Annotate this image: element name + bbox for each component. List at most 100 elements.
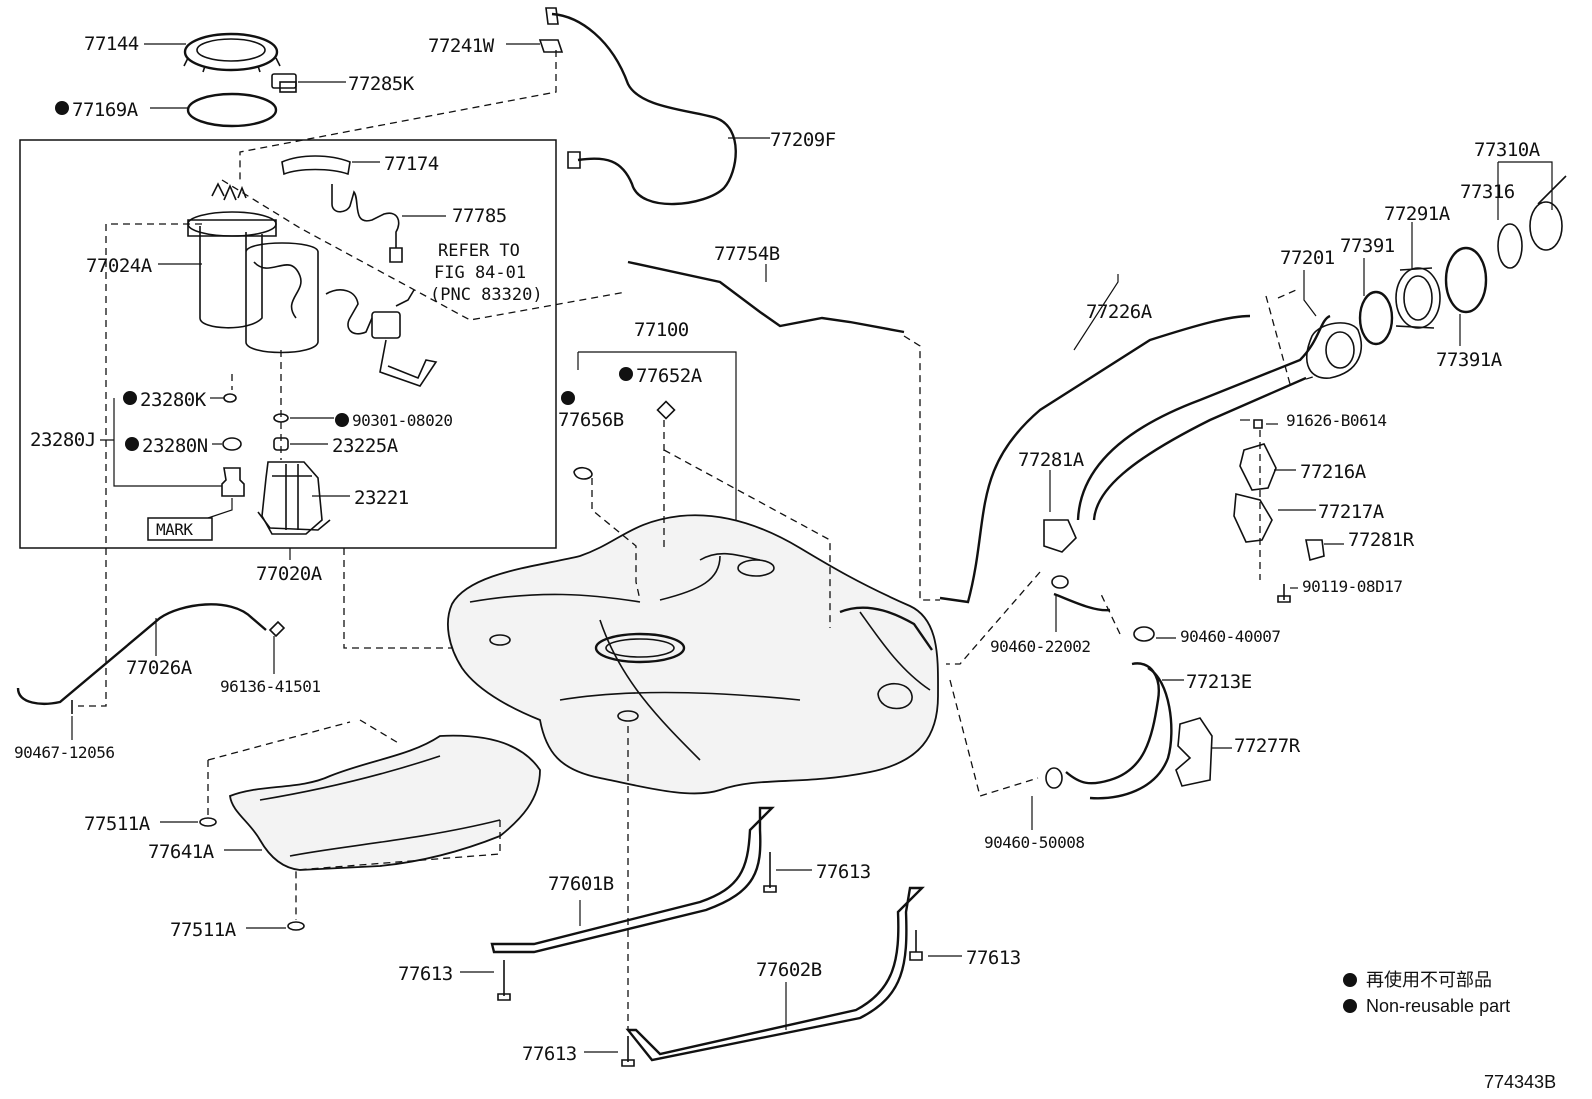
label-77281R: 77281R	[1348, 529, 1415, 551]
label-77601B: 77601B	[548, 873, 614, 895]
bolt-90119	[1277, 584, 1291, 603]
label-90460-40007: 90460-40007	[1180, 627, 1280, 646]
hose-77213E	[1065, 662, 1173, 800]
label-77285K: 77285K	[348, 73, 415, 95]
mark-leader	[207, 498, 233, 519]
assembly-dash-line	[239, 50, 557, 180]
pipe-77201	[1053, 314, 1331, 612]
label-77281A: 77281A	[1018, 449, 1085, 471]
retainer-ring-77144	[183, 32, 281, 73]
left-dash-line	[78, 223, 202, 707]
label-77511A-bottom: 77511A	[170, 919, 237, 941]
reference-line-1: REFER TO	[438, 241, 520, 261]
clip-90460-40007	[1133, 626, 1155, 642]
sender-gauge	[325, 289, 438, 387]
label-77201: 77201	[1280, 247, 1335, 269]
protector-dash	[207, 719, 501, 920]
tube-77754B	[627, 260, 905, 334]
non-reusable-markers	[55, 101, 1357, 1013]
label-77226A: 77226A	[1086, 301, 1153, 323]
leader-lines	[71, 43, 1461, 1053]
reference-line-2: FIG 84-01	[434, 263, 526, 283]
gasket-77316	[1497, 223, 1523, 269]
label-77026A: 77026A	[126, 657, 193, 679]
clamp-77281R	[1305, 539, 1325, 562]
label-23221: 23221	[354, 487, 409, 509]
pump-assembly-frame	[19, 139, 557, 549]
label-90460-50008: 90460-50008	[984, 833, 1084, 852]
label-77310A: 77310A	[1474, 139, 1541, 161]
bolt-91626	[1253, 419, 1263, 429]
label-90301-08020: 90301-08020	[352, 411, 452, 430]
gasket-77391	[1358, 290, 1394, 346]
tank-dash-a	[591, 478, 641, 601]
label-90467-12056: 90467-12056	[14, 743, 114, 762]
label-77144: 77144	[84, 33, 139, 55]
clip-77511A-bottom	[287, 921, 305, 931]
label-77174: 77174	[384, 153, 439, 175]
label-77241W: 77241W	[428, 35, 495, 57]
gasket-77391A	[1444, 246, 1488, 314]
bracket-77100	[577, 351, 737, 520]
pad-77652A	[656, 400, 676, 420]
hose-77209F	[551, 12, 737, 206]
legend-line-2: Non-reusable part	[1366, 996, 1510, 1016]
label-90460-22002: 90460-22002	[990, 637, 1090, 656]
label-77613-b: 77613	[398, 963, 453, 985]
label-77391A: 77391A	[1436, 349, 1503, 371]
label-90119-08D17: 90119-08D17	[1302, 577, 1402, 596]
protector-77641A	[229, 734, 541, 871]
pump-dash-a	[221, 179, 627, 321]
band-77602B	[625, 886, 925, 1062]
mark-box	[147, 517, 213, 541]
ring-77291A	[1395, 267, 1441, 329]
tube-77754B-dash	[903, 335, 940, 601]
clip-77511A-top	[199, 817, 217, 827]
reference-note: REFER TO FIG 84-01 (PNC 83320)	[430, 241, 543, 305]
label-77209F: 77209F	[770, 129, 836, 151]
label-77511A-top: 77511A	[84, 813, 151, 835]
tube-77226A	[939, 314, 1251, 604]
hose-dash	[949, 679, 1039, 797]
band-77601B	[490, 806, 775, 954]
label-77656B: 77656B	[558, 409, 624, 431]
label-91626-B0614: 91626-B0614	[1286, 411, 1386, 430]
cap-77310A	[1529, 175, 1567, 251]
grommet-77656B	[573, 466, 593, 480]
tank-dash-c	[663, 449, 831, 628]
oring-23280K	[223, 393, 237, 403]
oring-23280N	[222, 437, 242, 451]
legend: 再使用不可部品 Non-reusable part	[1366, 970, 1510, 1016]
clip-90460-50008	[1045, 767, 1063, 789]
fuel-tank-77100	[447, 514, 939, 795]
label-23225A: 23225A	[332, 435, 399, 457]
label-23280N: 23280N	[142, 435, 208, 457]
connector-77285K	[271, 73, 297, 93]
clip-77241W	[538, 39, 564, 53]
bracket-77217A	[1233, 492, 1273, 543]
label-96136-41501: 96136-41501	[220, 677, 320, 696]
label-77277R: 77277R	[1234, 735, 1301, 757]
label-23280J: 23280J	[30, 429, 96, 451]
legend-line-1: 再使用不可部品	[1366, 970, 1492, 990]
label-77024A: 77024A	[86, 255, 153, 277]
harness-77785	[331, 184, 403, 263]
hose-77026A	[16, 603, 267, 705]
part-labels: 77144 77285K 77169A 77241W 77209F 77174 …	[14, 33, 1541, 1065]
label-77213E: 77213E	[1186, 671, 1252, 693]
label-77641A: 77641A	[148, 841, 215, 863]
gasket-77169A	[186, 92, 278, 128]
label-77020A: 77020A	[256, 563, 323, 585]
label-77216A: 77216A	[1300, 461, 1367, 483]
label-77100: 77100	[634, 319, 689, 341]
protector-77277R	[1175, 717, 1213, 787]
filter-23221	[257, 461, 331, 535]
label-77391: 77391	[1340, 235, 1395, 257]
label-77613-a: 77613	[816, 861, 871, 883]
inlet-77201	[1306, 322, 1362, 379]
mark-label: MARK	[156, 520, 193, 539]
label-77613-c: 77613	[966, 947, 1021, 969]
clip-77174	[281, 155, 351, 176]
label-77316: 77316	[1460, 181, 1515, 203]
